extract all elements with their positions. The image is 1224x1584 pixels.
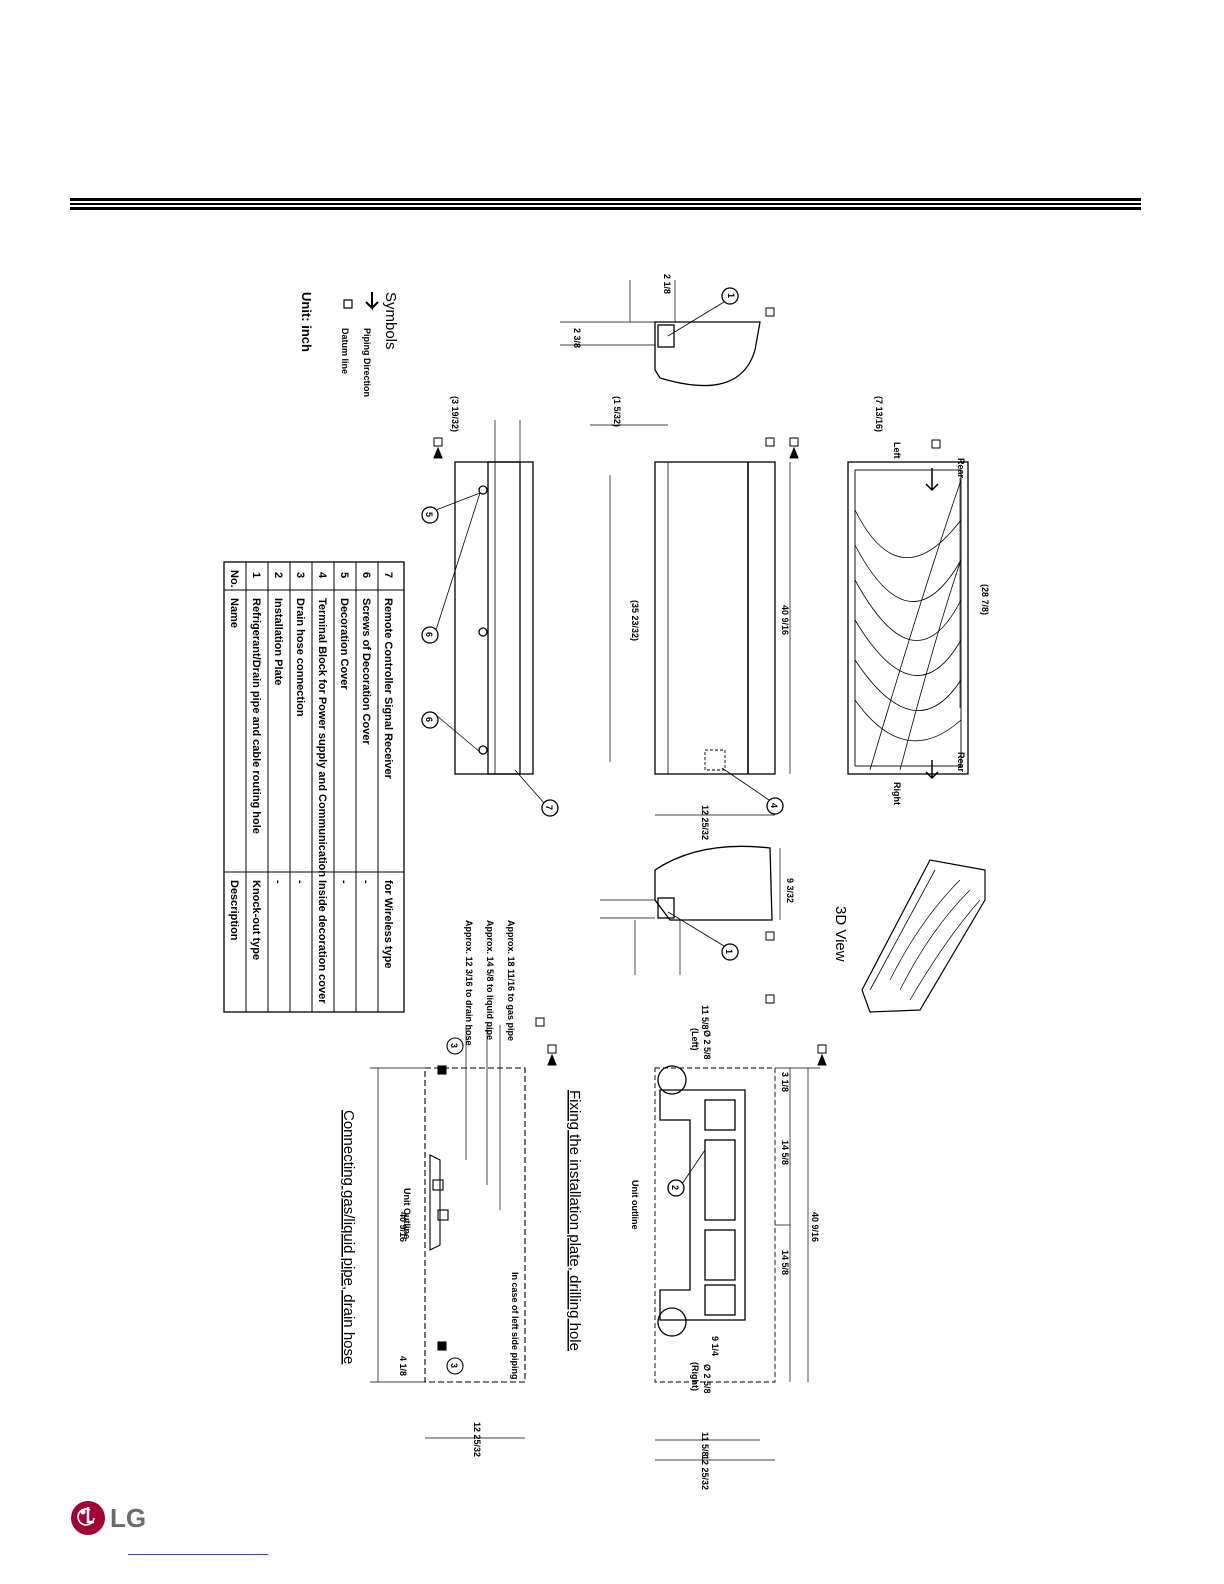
table-header-description: Description [228,880,240,941]
table-row-3-name: Drain hose connection [294,598,306,717]
dim-plate-h-top: 11 5/8 [700,1005,710,1030]
dim-plate-h-bottom: 11 5/8 [700,1432,710,1457]
table-row-4-desc: Inside decoration cover [316,880,328,1004]
svg-text:1: 1 [726,293,736,298]
dim-depth-3: (3 19/32) [450,396,460,432]
svg-text:2 3/8: 2 3/8 [572,328,582,348]
table-row-6-no: 6 [360,572,372,578]
dim-width-connecting: 40 9/16 [398,1212,408,1242]
installation-plate-view [654,1065,820,1461]
svg-text:3: 3 [449,1363,459,1368]
table-row-5-no: 5 [338,572,350,578]
svg-text:2 1/8: 2 1/8 [662,274,672,294]
label-unit-outline: Unit outline [630,1180,640,1230]
table-row-5-desc: - [338,880,350,884]
label-rear-bottom: Rear [956,752,966,773]
footer-link[interactable] [128,1554,268,1555]
dim-height-front: 12 25/32 [700,805,710,840]
top-view-unit [421,420,559,817]
dim-width-plate: 40 9/16 [810,1212,820,1242]
label-rear-top: Rear [956,458,966,479]
dim-hole-right: Ø 2 5/8 [702,1364,712,1394]
label-right: Right [892,782,902,805]
table-row-1-no: 1 [250,572,262,578]
approx-liquid: Approx. 14 5/8 to liquid pipe [485,920,495,1040]
datum-line-icon [343,299,353,309]
side-view-top [560,280,761,387]
table-header-name: Name [228,598,240,628]
svg-text:3: 3 [449,1043,459,1048]
symbols-legend: Symbols Piping Direction Datum line Unit… [299,292,399,397]
dim-width-front: 40 9/16 [780,605,790,635]
dim-back-width: (28 7/8) [980,584,990,615]
unit-label: Unit: inch [299,292,314,352]
rear-arrow-top-icon [925,468,939,492]
table-row-2-no: 2 [272,572,284,578]
table-row-6-name: Screws of Decoration Cover [360,598,372,745]
dim-half-2: 14 5/8 [780,1250,790,1275]
dim-depth-side: 9 3/32 [785,878,795,903]
label-hole-right: (Right) [690,1362,700,1391]
table-row-4-name: Terminal Block for Power supply and Comm… [316,598,328,877]
table-row-2-name: Installation Plate [272,598,284,685]
table-row-4-no: 4 [316,572,328,579]
dim-height-plate: 12 25/32 [700,1455,710,1490]
table-row-6-desc: - [360,880,372,884]
piping-direction-icon [365,292,379,311]
table-row-3-no: 3 [294,572,306,578]
header-rule-middle [70,203,1141,205]
label-unit-outline-2: Unit Outline [402,1188,412,1239]
dim-side-9: 9 1/4 [710,1336,720,1356]
table-row-7-no: 7 [382,572,394,578]
side-view-bottom [600,845,781,975]
unit-3d-render [861,859,986,1013]
dim-depth-1: (1 5/32) [612,396,622,427]
dim-depth-7: (7 13/16) [874,396,884,432]
svg-text:1: 1 [724,949,734,954]
front-view-unit [590,424,791,816]
symbols-title: Symbols [382,292,399,350]
piping-direction-label: Piping Direction [362,328,372,397]
label-connecting: Connecting gas/liquid pipe, drain hose [340,1110,357,1364]
table-row-1-name: Refrigerant/Drain pipe and cable routing… [250,598,262,834]
rear-arrow-bottom-icon [925,760,939,780]
table-header-no: No. [228,570,240,588]
dim-inner-width: (35 23/32) [630,600,640,641]
lg-logo-text: LG [110,1503,146,1533]
header-rule-top [70,198,1141,201]
table-row-2-desc: - [272,880,284,884]
label-left-side-piping: In case of left side piping [510,1272,520,1380]
svg-text:2: 2 [670,1185,680,1190]
connecting-pipe-view [370,1025,526,1439]
parts-table: No. Name Description 1 Refrigerant/Drain… [223,561,405,1013]
approx-gas: Approx. 18 11/16 to gas pipe [506,920,516,1041]
lg-logo: LG [71,1501,146,1535]
datum-markers [433,307,941,1066]
table-row-1-desc: Knock-out type [250,880,262,960]
svg-text:4: 4 [769,803,779,808]
label-3d-view: 3D View [832,906,849,962]
approx-drain: Approx. 12 3/16 to drain hose [464,920,474,1046]
table-row-7-desc: for Wireless type [382,880,394,969]
label-fixing-plate: Fixing the installation plate, drilling … [566,1090,583,1351]
table-row-7-name: Remote Controller Signal Receiver [382,598,394,780]
back-view-grille [847,461,969,780]
datum-line-label: Datum line [340,328,350,374]
svg-text:7: 7 [544,805,554,810]
svg-text:6: 6 [424,717,434,722]
label-left: Left [892,442,902,459]
dim-offset-connecting: 4 1/8 [398,1356,408,1376]
label-hole-left: (Left) [690,1028,700,1051]
svg-text:6: 6 [424,632,434,637]
svg-text:5: 5 [424,512,434,517]
dim-height-connecting: 12 25/32 [472,1422,482,1457]
dim-side-31: 3 1/8 [780,1072,790,1092]
table-row-5-name: Decoration Cover [338,598,350,690]
header-rule-bottom [70,207,1141,210]
dim-half-1: 14 5/8 [780,1140,790,1165]
dim-hole-left: Ø 2 5/8 [702,1030,712,1060]
table-row-3-desc: - [294,880,306,884]
